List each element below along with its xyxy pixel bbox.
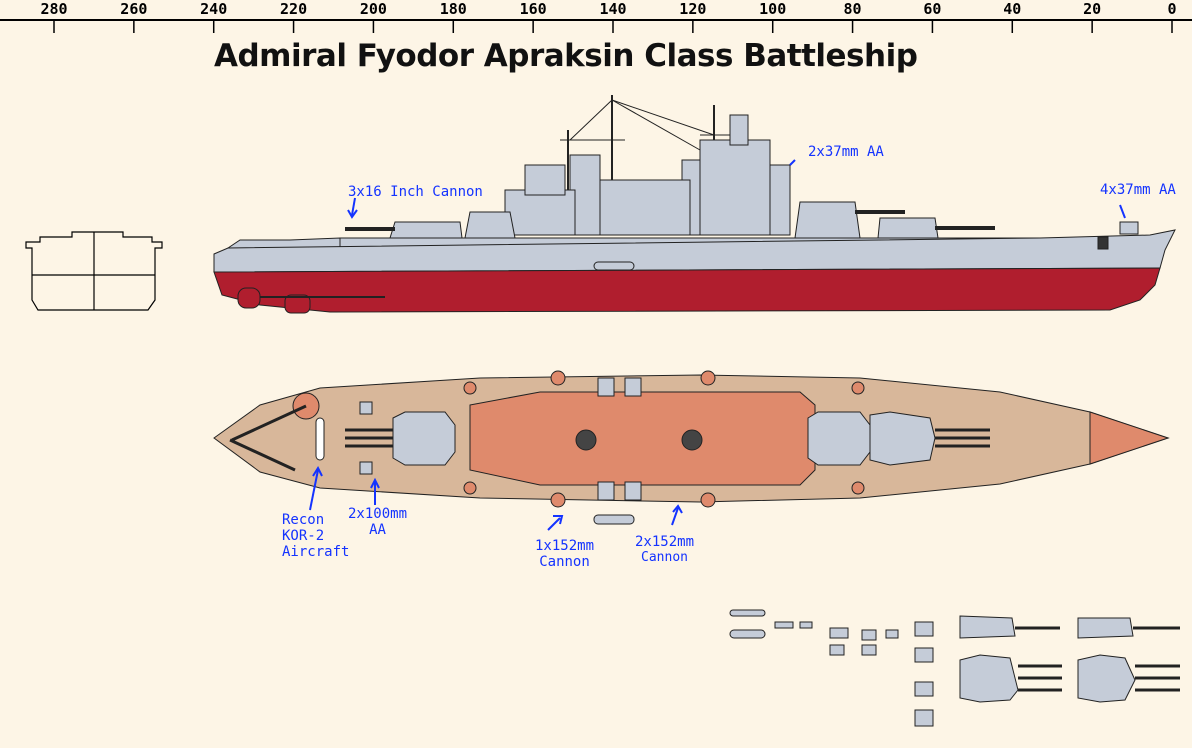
annotation-1x152: 1x152mm Cannon [535,538,594,570]
ruler-tick-label: 220 [280,0,308,18]
ruler-line [0,19,1192,33]
annotation-line: Cannon [539,554,590,570]
annotation-aa-bow: 4x37mm AA [1100,182,1176,198]
annotation-aircraft: Recon KOR-2 Aircraft [282,512,349,560]
ruler-tick-label: 0 [1167,0,1177,18]
parts-detail [729,609,1180,727]
annotation-line: Cannon [641,550,688,565]
ruler-tick-label: 260 [120,0,148,18]
annotation-line: Recon [282,512,325,528]
annotation-aa-100mm: 2x100mm AA [348,506,407,538]
ship-top-view [213,370,1170,525]
ruler-tick-label: 120 [679,0,707,18]
annotation-line: 2x152mm [635,534,695,550]
ruler-tick-label: 180 [439,0,467,18]
ruler-tick-label: 20 [1083,0,1102,18]
annotation-2x152: 2x152mm Cannon [635,534,694,566]
annotation-line: KOR-2 [282,528,325,544]
ruler-tick-label: 240 [200,0,228,18]
annotation-arrows [309,159,1126,531]
annotation-line: AA [369,522,386,538]
ruler-tick-label: 80 [843,0,862,18]
hull-cross-section [25,231,163,311]
page-title: Admiral Fyodor Apraksin Class Battleship [214,38,918,74]
ruler-tick-label: 100 [759,0,787,18]
ruler-tick-label: 40 [1003,0,1022,18]
annotation-line: 1x152mm [535,538,595,554]
ruler-tick-label: 200 [359,0,387,18]
ship-side-profile [213,95,1176,314]
annotation-line: Aircraft [282,544,350,560]
annotation-line: 2x100mm [348,506,408,522]
annotation-aa-side-mid: 2x37mm AA [808,144,884,160]
ruler-tick-label: 60 [923,0,942,18]
ruler-tick-label: 280 [40,0,68,18]
annotation-main-guns: 3x16 Inch Cannon [348,184,483,200]
ruler-tick-label: 160 [519,0,547,18]
ruler-tick-label: 140 [599,0,627,18]
